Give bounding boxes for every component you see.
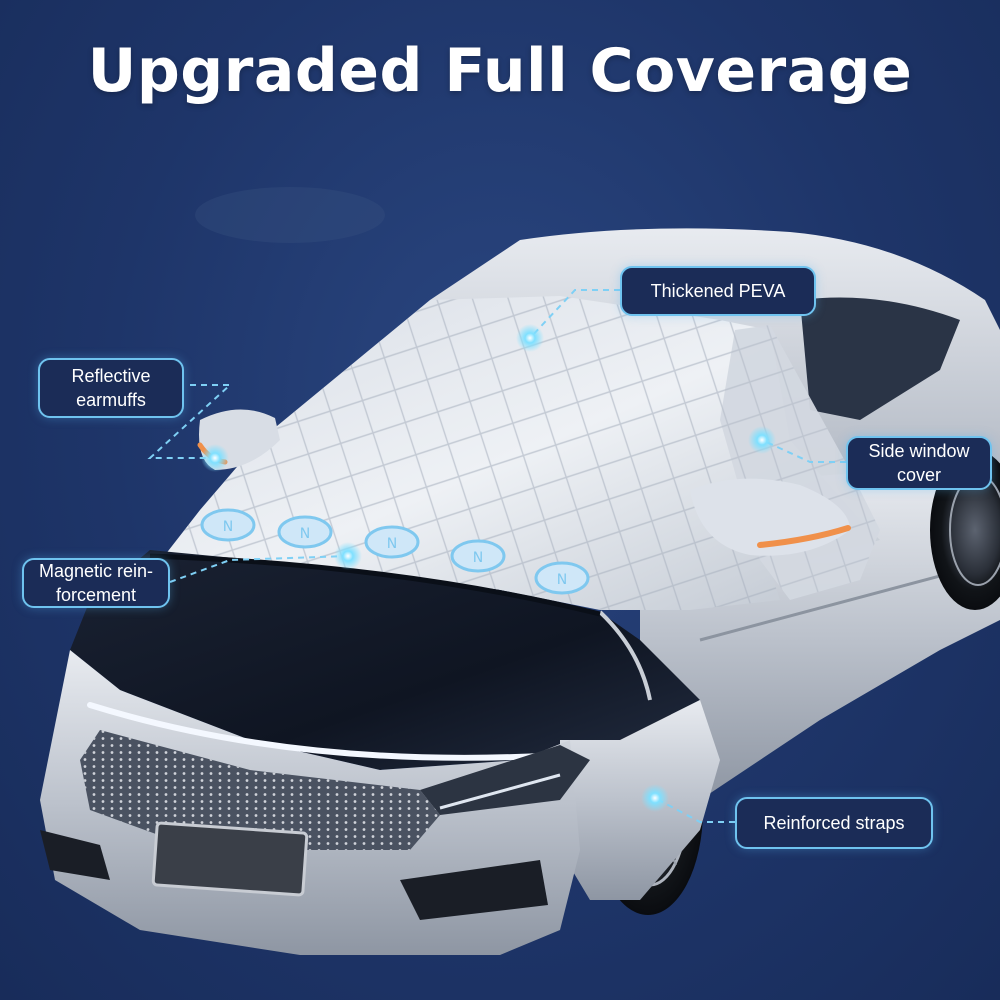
leader-lines bbox=[147, 289, 846, 823]
quilted-pattern bbox=[165, 296, 880, 610]
svg-text:N: N bbox=[557, 572, 567, 588]
hotspot-side-window bbox=[748, 426, 776, 454]
headlight bbox=[420, 745, 590, 815]
hotspot-magnetic bbox=[334, 542, 362, 570]
callout-reflective-earmuffs: Reflective earmuffs bbox=[38, 358, 184, 418]
callout-text: Reinforced straps bbox=[763, 813, 905, 833]
hotspot-peva bbox=[516, 324, 544, 352]
background-shape bbox=[195, 187, 385, 243]
svg-text:N: N bbox=[387, 536, 397, 552]
hotspot-straps bbox=[641, 784, 669, 812]
callout-text-line2: forcement bbox=[55, 585, 137, 605]
callout-text: Thickened PEVA bbox=[650, 281, 786, 301]
license-plate bbox=[151, 821, 309, 897]
lower-intake bbox=[400, 860, 548, 920]
magnet-disc: N bbox=[450, 539, 506, 573]
callout-text-line1: Side window bbox=[868, 441, 970, 461]
strap-line bbox=[598, 610, 652, 701]
car-hood bbox=[70, 550, 700, 770]
magnet-disc: N bbox=[534, 561, 590, 595]
callout-magnetic-reinforcement: Magnetic rein- forcement bbox=[22, 558, 170, 608]
led-light-bar bbox=[87, 702, 563, 761]
svg-text:N: N bbox=[300, 526, 310, 542]
headline: Upgraded Full Coverage bbox=[87, 36, 913, 106]
callout-text-line2: cover bbox=[896, 465, 941, 485]
callout-text-line1: Reflective bbox=[71, 366, 151, 386]
callout-side-window-cover: Side window cover bbox=[846, 436, 992, 490]
magnet-disc: N bbox=[277, 515, 333, 549]
svg-text:N: N bbox=[223, 519, 233, 535]
rear-side-window bbox=[800, 297, 960, 420]
svg-text:N: N bbox=[473, 550, 483, 566]
callout-thickened-peva: Thickened PEVA bbox=[620, 266, 816, 316]
callout-text-line2: earmuffs bbox=[76, 390, 146, 410]
hotspot-earmuffs bbox=[201, 444, 229, 472]
callout-text-line1: Magnetic rein- bbox=[38, 561, 154, 581]
front-fender bbox=[560, 700, 720, 900]
magnet-disc: N bbox=[364, 525, 420, 559]
magnet-disc: N bbox=[200, 508, 256, 542]
right-mirror-earmuff bbox=[690, 478, 851, 556]
lower-intake-left bbox=[40, 830, 110, 880]
callout-reinforced-straps: Reinforced straps bbox=[735, 797, 933, 849]
